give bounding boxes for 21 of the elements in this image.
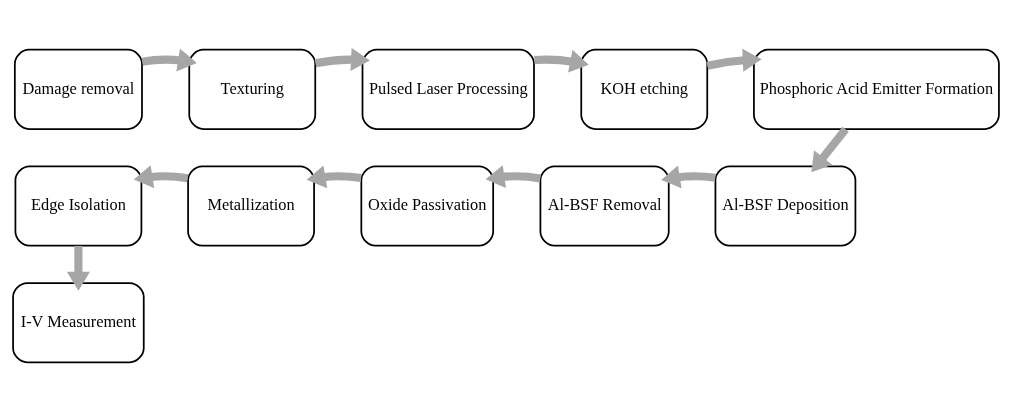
node-box: Phosphoric Acid Emitter Formation [753,48,1000,130]
node-box: Al-BSF Deposition [714,164,857,247]
arrow [485,164,541,188]
arrow [706,48,762,72]
node-box: Oxide Passivation [360,164,495,247]
arrow [534,49,589,73]
arrow [661,165,716,188]
node-box: Edge Isolation [14,164,143,247]
node-box: Damage removal [13,48,143,130]
node-box: Al-BSF Removal [539,164,670,247]
arrow [314,47,370,71]
arrow [133,164,189,188]
arrow [66,245,90,291]
arrow [811,126,849,172]
node-box: Pulsed Laser Processing [361,48,535,130]
node-box: KOH etching [580,48,709,130]
node-box: Metallization [187,164,315,247]
node-box: Texturing [188,48,317,130]
node-box: I-V Measurement [12,281,145,363]
arrow [306,164,362,188]
arrow [141,48,197,71]
